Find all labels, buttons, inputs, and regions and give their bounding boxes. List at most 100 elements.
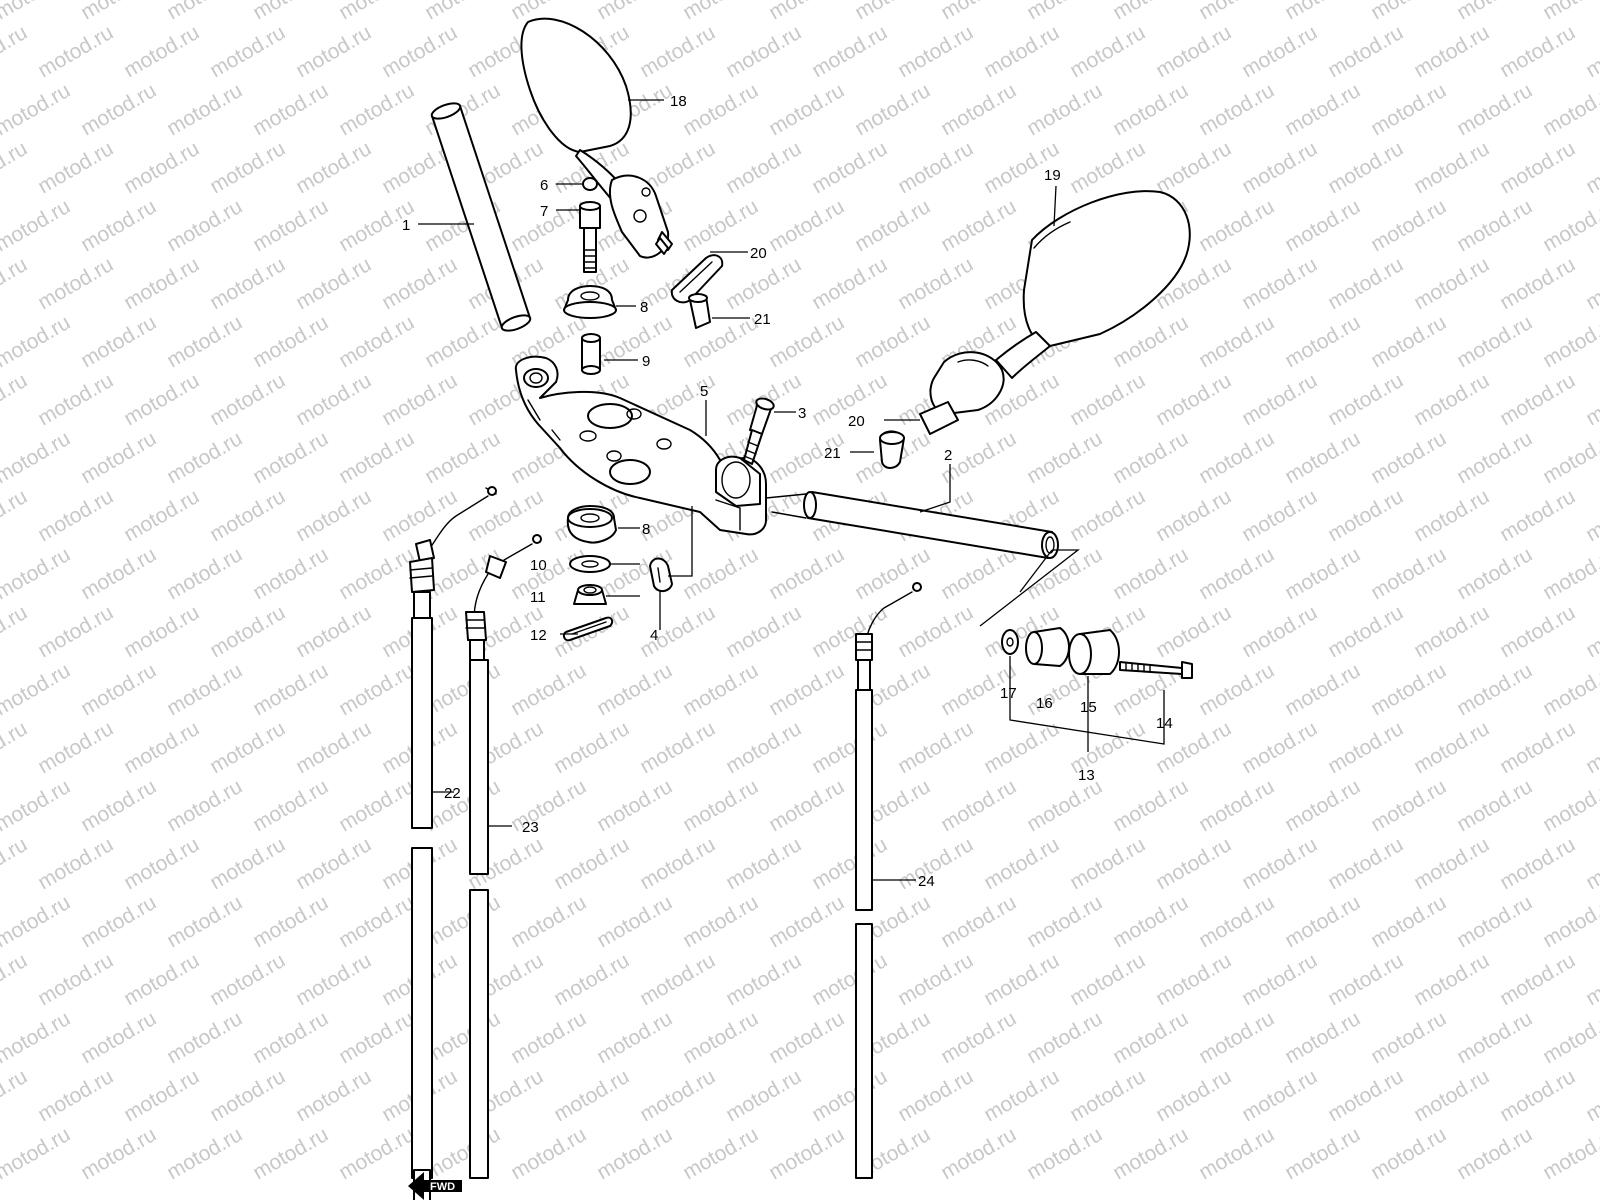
watermark-text: motod.ru [894,949,977,1010]
part-1-left-handlebar [430,102,532,332]
watermark-text: motod.ru [722,137,805,198]
watermark-text: motod.ru [1195,0,1278,24]
watermark-text: motod.ru [120,21,203,82]
watermark-text: motod.ru [1367,195,1450,256]
watermark-text: motod.ru [1238,485,1321,546]
watermark-text: motod.ru [894,601,977,662]
watermark-text: motod.ru [292,485,375,546]
watermark-text: motod.ru [1496,369,1579,430]
watermark-text: motod.ru [206,717,289,778]
watermark-text: motod.ru [0,543,74,604]
watermark-text: motod.ru [937,79,1020,140]
callout-11: 11 [530,589,546,606]
watermark-text: motod.ru [292,369,375,430]
watermark-text: motod.ru [1195,1123,1278,1184]
callout-21-right: 21 [824,445,841,462]
watermark-text: motod.ru [421,659,504,720]
watermark-text: motod.ru [163,195,246,256]
watermark-text: motod.ru [722,601,805,662]
watermark-text: motod.ru [1539,1123,1600,1184]
callout-1: 1 [402,217,410,234]
callout-6: 6 [540,177,548,194]
watermark-text: motod.ru [808,717,891,778]
watermark-text: motod.ru [1324,1065,1407,1126]
watermark-text: motod.ru [249,1007,332,1068]
watermark-text: motod.ru [808,601,891,662]
watermark-text: motod.ru [1367,1007,1450,1068]
watermark-text: motod.ru [1023,427,1106,488]
watermark-text: motod.ru [593,311,676,372]
watermark-text: motod.ru [1582,253,1600,314]
watermark-text: motod.ru [0,253,31,314]
watermark-text: motod.ru [765,659,848,720]
watermark-text: motod.ru [593,891,676,952]
watermark-text: motod.ru [1109,891,1192,952]
watermark-text: motod.ru [0,775,74,836]
watermark-text: motod.ru [1410,253,1493,314]
watermark-text: motod.ru [1496,1065,1579,1126]
watermark-text: motod.ru [1410,485,1493,546]
watermark-text: motod.ru [163,0,246,24]
watermark-text: motod.ru [34,717,117,778]
watermark-text: motod.ru [335,79,418,140]
watermark-text: motod.ru [722,949,805,1010]
watermark-text: motod.ru [0,427,74,488]
watermark-text: motod.ru [550,833,633,894]
watermark-text: motod.ru [507,1007,590,1068]
watermark-text: motod.ru [636,21,719,82]
watermark-text: motod.ru [378,253,461,314]
watermark-text: motod.ru [765,891,848,952]
watermark-text: motod.ru [421,775,504,836]
callout-5: 5 [700,383,708,400]
callout-12: 12 [530,627,547,644]
watermark-text: motod.ru [937,1007,1020,1068]
watermark-text: motod.ru [593,0,676,24]
watermark-text: motod.ru [421,0,504,24]
watermark-text: motod.ru [1367,311,1450,372]
watermark-text: motod.ru [1496,485,1579,546]
watermark-text: motod.ru [378,369,461,430]
part-21-upper-nut [688,293,711,329]
watermark-text: motod.ru [636,949,719,1010]
watermark-text: motod.ru [1453,775,1536,836]
watermark-text: motod.ru [1453,1123,1536,1184]
watermark-text: motod.ru [507,775,590,836]
watermark-text: motod.ru [1195,659,1278,720]
watermark-text: motod.ru [851,311,934,372]
watermark-text: motod.ru [1539,0,1600,24]
watermark-text: motod.ru [0,891,74,952]
watermark-text: motod.ru [421,1007,504,1068]
watermark-text: motod.ru [1324,137,1407,198]
watermark-text: motod.ru [679,79,762,140]
fwd-label: FWD [430,1181,455,1193]
watermark-text: motod.ru [206,949,289,1010]
watermark-text: motod.ru [77,0,160,24]
watermark-text: motod.ru [421,891,504,952]
watermark-text: motod.ru [550,717,633,778]
watermark-text: motod.ru [1539,79,1600,140]
watermark-text: motod.ru [507,891,590,952]
watermark-text: motod.ru [378,485,461,546]
watermark-text: motod.ru [1023,1123,1106,1184]
watermark-text: motod.ru [722,253,805,314]
callout-14: 14 [1156,715,1173,732]
part-17-washer [1001,629,1019,655]
watermark-text: motod.ru [335,891,418,952]
watermark-text: motod.ru [937,1123,1020,1184]
watermark-text: motod.ru [1324,253,1407,314]
watermark-text: motod.ru [1582,1065,1600,1126]
watermark-text: motod.ru [1410,137,1493,198]
watermark-text: motod.ru [1281,1123,1364,1184]
callout-9: 9 [642,353,650,370]
watermark-text: motod.ru [120,369,203,430]
watermark-text: motod.ru [378,21,461,82]
watermark-text: motod.ru [1152,949,1235,1010]
callout-13: 13 [1078,767,1095,784]
watermark-text: motod.ru [34,369,117,430]
watermark-text: motod.ru [1238,137,1321,198]
part-8-upper-cushion [563,285,617,319]
watermark-text: motod.ru [550,1065,633,1126]
watermark-text: motod.ru [1410,717,1493,778]
watermark-text: motod.ru [1539,543,1600,604]
